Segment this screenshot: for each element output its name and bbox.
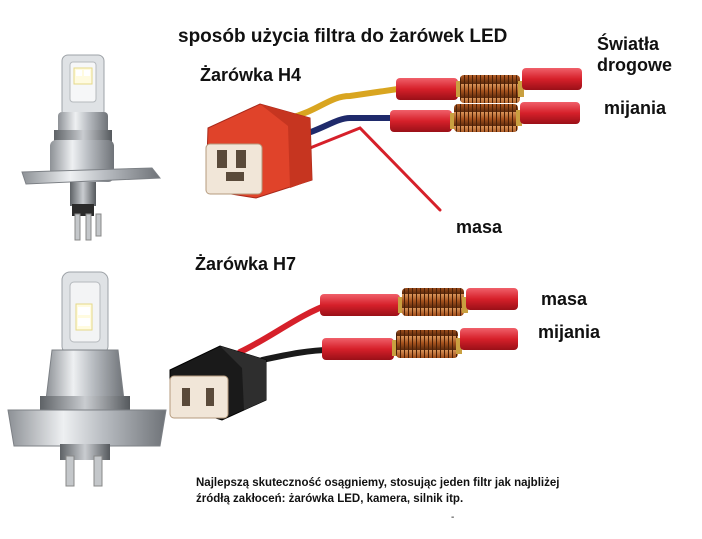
inductor-filter-icon (320, 288, 518, 316)
footer-mark: - (451, 512, 455, 523)
h4-ground-label: masa (456, 217, 503, 237)
usage-note-line2: źródłą zakłoceń: żarówka LED, kamera, si… (196, 493, 464, 505)
h7-low-beam-label: mijania (538, 322, 601, 342)
h4-bulb-label: Żarówka H4 (200, 65, 302, 85)
h4-high-beam-label: Światła drogowe (597, 34, 672, 76)
page-title: sposób użycia filtra do żarówek LED (178, 26, 508, 47)
h4-high-beam-line2: drogowe (597, 55, 672, 75)
h7-bulb-label: Żarówka H7 (195, 254, 297, 274)
inductor-filter-icon (322, 328, 518, 360)
inductor-filter-icon (390, 102, 580, 132)
led-bulb-h7-icon (7, 271, 167, 487)
led-bulb-h4-icon (21, 54, 162, 241)
h4-connector-icon (205, 103, 313, 199)
h4-low-beam-label: mijania (604, 98, 667, 118)
inductor-filter-icon (396, 68, 582, 103)
h4-wires (287, 86, 442, 212)
usage-note: Najlepszą skuteczność osągniemy, stosują… (196, 475, 559, 507)
h4-high-beam-line1: Światła (597, 34, 660, 54)
h7-wires (237, 301, 333, 363)
h7-connector-icon (169, 345, 267, 421)
usage-note-line1: Najlepszą skuteczność osągniemy, stosują… (196, 477, 560, 489)
h7-ground-label: masa (541, 289, 588, 309)
